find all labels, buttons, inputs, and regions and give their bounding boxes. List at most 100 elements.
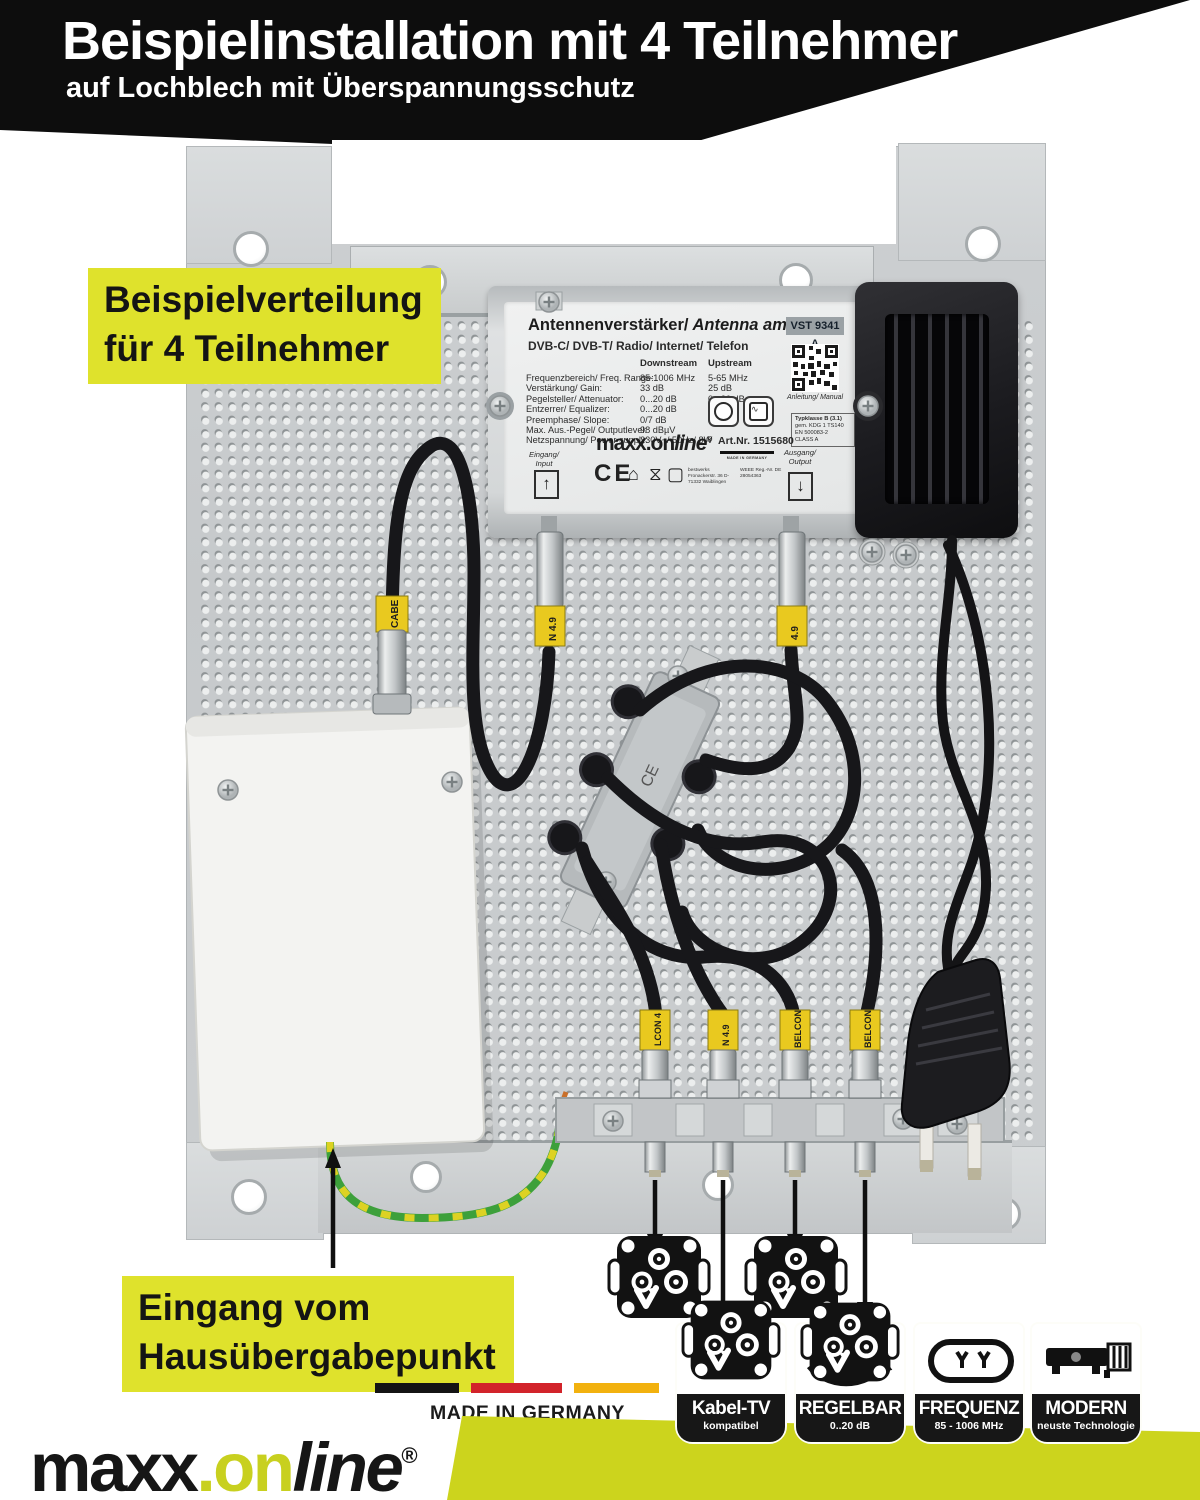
spec-row: Entzerrer/ Equalizer: 0...20 dB <box>504 404 862 414</box>
mounting-hole <box>231 1179 267 1215</box>
badge-icon-area <box>915 1324 1023 1396</box>
bus-bar-screw <box>601 1109 625 1133</box>
spec-down: 0...20 dB <box>640 393 677 404</box>
badge-label: MODERN neuste Technologie <box>1032 1394 1140 1442</box>
output-connector-4: BELCON <box>848 1009 882 1177</box>
divider <box>720 451 774 454</box>
spec-down: 33 dB <box>640 383 665 394</box>
brand-logo: maxx.online® <box>596 432 712 455</box>
hourglass-icon: ⧖ <box>649 464 662 484</box>
type-class-line: Typklasse B (3.1) <box>795 416 842 422</box>
cable-marker: N 4.9 <box>548 617 559 641</box>
spec-label: Entzerrer/ Equalizer: <box>526 404 610 415</box>
antenna-outlet-icon <box>683 1296 779 1384</box>
col-downstream: Downstream <box>640 358 698 369</box>
output-arrow-icon: ↓ <box>788 472 813 501</box>
badge-label: Kabel-TV kompatibel <box>677 1394 785 1442</box>
spec-label: Frequenzbereich/ Freq. Range: <box>526 373 654 383</box>
coax-to-port4 <box>835 843 883 1023</box>
type-class-line: gem. KDG 1 TS140 <box>795 423 844 429</box>
cable-marker: LCON 4 <box>653 1013 663 1046</box>
amp-screw <box>488 394 512 418</box>
callout-distribution: Beispielverteilung für 4 Teilnehmer <box>88 268 441 384</box>
footer-logo: maxx.online® <box>30 1429 418 1500</box>
amp-screw <box>856 394 880 418</box>
badge-title: REGELBAR <box>798 1398 902 1419</box>
spec-label: Max. Aus.-Pegel/ Outputlevel: <box>526 425 648 435</box>
frequency-knob: ∿ FREQUENZ <box>743 396 774 434</box>
plate-top-notch <box>332 140 896 244</box>
badge-icon-area <box>1032 1324 1140 1396</box>
spec-row: Frequenzbereich/ Freq. Range: 85-1006 MH… <box>504 373 862 383</box>
badge-modern: MODERN neuste Technologie <box>1030 1322 1142 1444</box>
input-label: Eingang/Input <box>529 450 559 468</box>
qr-code-icon <box>791 344 839 392</box>
spec-up: 5-65 MHz <box>708 373 748 383</box>
cable-marker: BELCON <box>793 1010 803 1048</box>
coax-to-port1 <box>580 855 663 1023</box>
spec-down: 0...20 dB <box>640 404 677 415</box>
amp-output-connector: 4.9 <box>776 516 808 647</box>
badge-icon-area <box>796 1324 904 1396</box>
spec-label: Preemphase/ Slope: <box>526 414 610 425</box>
type-class-box: Typklasse B (3.1) gem. KDG 1 TS140 EN 50… <box>791 413 855 447</box>
output-label: Ausgang/Output <box>783 448 817 466</box>
mains-plug <box>900 958 1011 1180</box>
output-connector-1: LCON 4 <box>638 1009 672 1177</box>
col-upstream: Upstream <box>708 358 752 369</box>
output-connector-3: BELCON <box>778 1009 812 1177</box>
plate-screw <box>860 540 884 564</box>
spec-row: Preemphase/ Slope: 0/7 dB <box>504 415 862 425</box>
badge-label: REGELBAR 0..20 dB <box>796 1394 904 1442</box>
flag-stripe-red <box>471 1383 562 1393</box>
mount-screw <box>537 290 561 314</box>
amp-input-connector: N 4.9 <box>534 516 566 647</box>
gain-knob: REGELBAR <box>708 396 739 434</box>
amplifier-label: Antennenverstärker/ Antenna amplifier DV… <box>504 302 862 514</box>
coax-cable-input <box>385 436 556 792</box>
manufacturer-address: bestwerks Fronackerstr. 36 D-71332 Waibl… <box>688 468 730 485</box>
made-in-micro: MADE IN GERMANY <box>726 456 768 460</box>
badge-subtitle: neuste Technologie <box>1037 1420 1135 1432</box>
knob-icon: ∿ <box>743 396 774 427</box>
badge-title: Kabel-TV <box>691 1398 771 1419</box>
coax-to-port2 <box>654 838 731 1023</box>
input-arrow-icon: ↑ <box>534 470 559 499</box>
plate-flange-top-left <box>186 146 332 267</box>
cable-marker: N 4.9 <box>721 1024 731 1046</box>
banner-title: Beispielinstallation mit 4 Teilnehmer <box>62 11 958 71</box>
callout-input: Eingang vom Hausübergabepunkt <box>122 1276 514 1392</box>
cable-marker: 4.9 <box>790 626 801 640</box>
spec-down: 98 dBµV <box>640 425 676 435</box>
callout-line: Beispielverteilung <box>104 279 423 320</box>
badge-subtitle: 85 - 1006 MHz <box>934 1420 1004 1432</box>
plate-flange-top-right <box>898 143 1046 262</box>
spec-label: Netzspannung/ Power supply: <box>526 435 649 446</box>
amplifier-title-de: Antennenverstärker/ <box>528 316 689 334</box>
type-class-line: CLASS A <box>795 437 819 443</box>
antenna-amplifier: Antennenverstärker/ Antenna amplifier DV… <box>488 286 880 538</box>
badge-frequenz: FREQUENZ 85 - 1006 MHz <box>913 1322 1025 1444</box>
mounting-hole <box>965 226 1001 262</box>
coax-cables <box>385 436 883 1025</box>
ce-mark: CE <box>594 460 634 487</box>
callout-line: für 4 Teilnehmer <box>104 327 390 369</box>
spec-label: Verstärkung/ Gain: <box>526 383 603 394</box>
flag-stripe-black <box>375 1383 459 1393</box>
box-screw <box>216 778 240 802</box>
modern-tv-icon <box>1046 1342 1132 1378</box>
weee-number: WEEE Reg.-Nr. DE 28054363 <box>740 468 782 479</box>
flow-arrows <box>330 1164 868 1304</box>
adjustable-outlet-icon <box>800 1296 900 1387</box>
spec-row: Max. Aus.-Pegel/ Outputlevel: 98 dBµV <box>504 425 862 435</box>
badge-subtitle: 0..20 dB <box>829 1420 871 1432</box>
knob-icon <box>708 396 739 427</box>
vent-slots <box>885 314 989 504</box>
spec-down: 85-1006 MHz <box>640 373 696 383</box>
manual-caption: Anleitung/ Manual <box>787 394 844 401</box>
badge-kabel-tv: Kabel-TV kompatibel <box>675 1322 787 1444</box>
cable-marker: BELCON <box>863 1010 873 1048</box>
plate-screw <box>894 543 918 567</box>
